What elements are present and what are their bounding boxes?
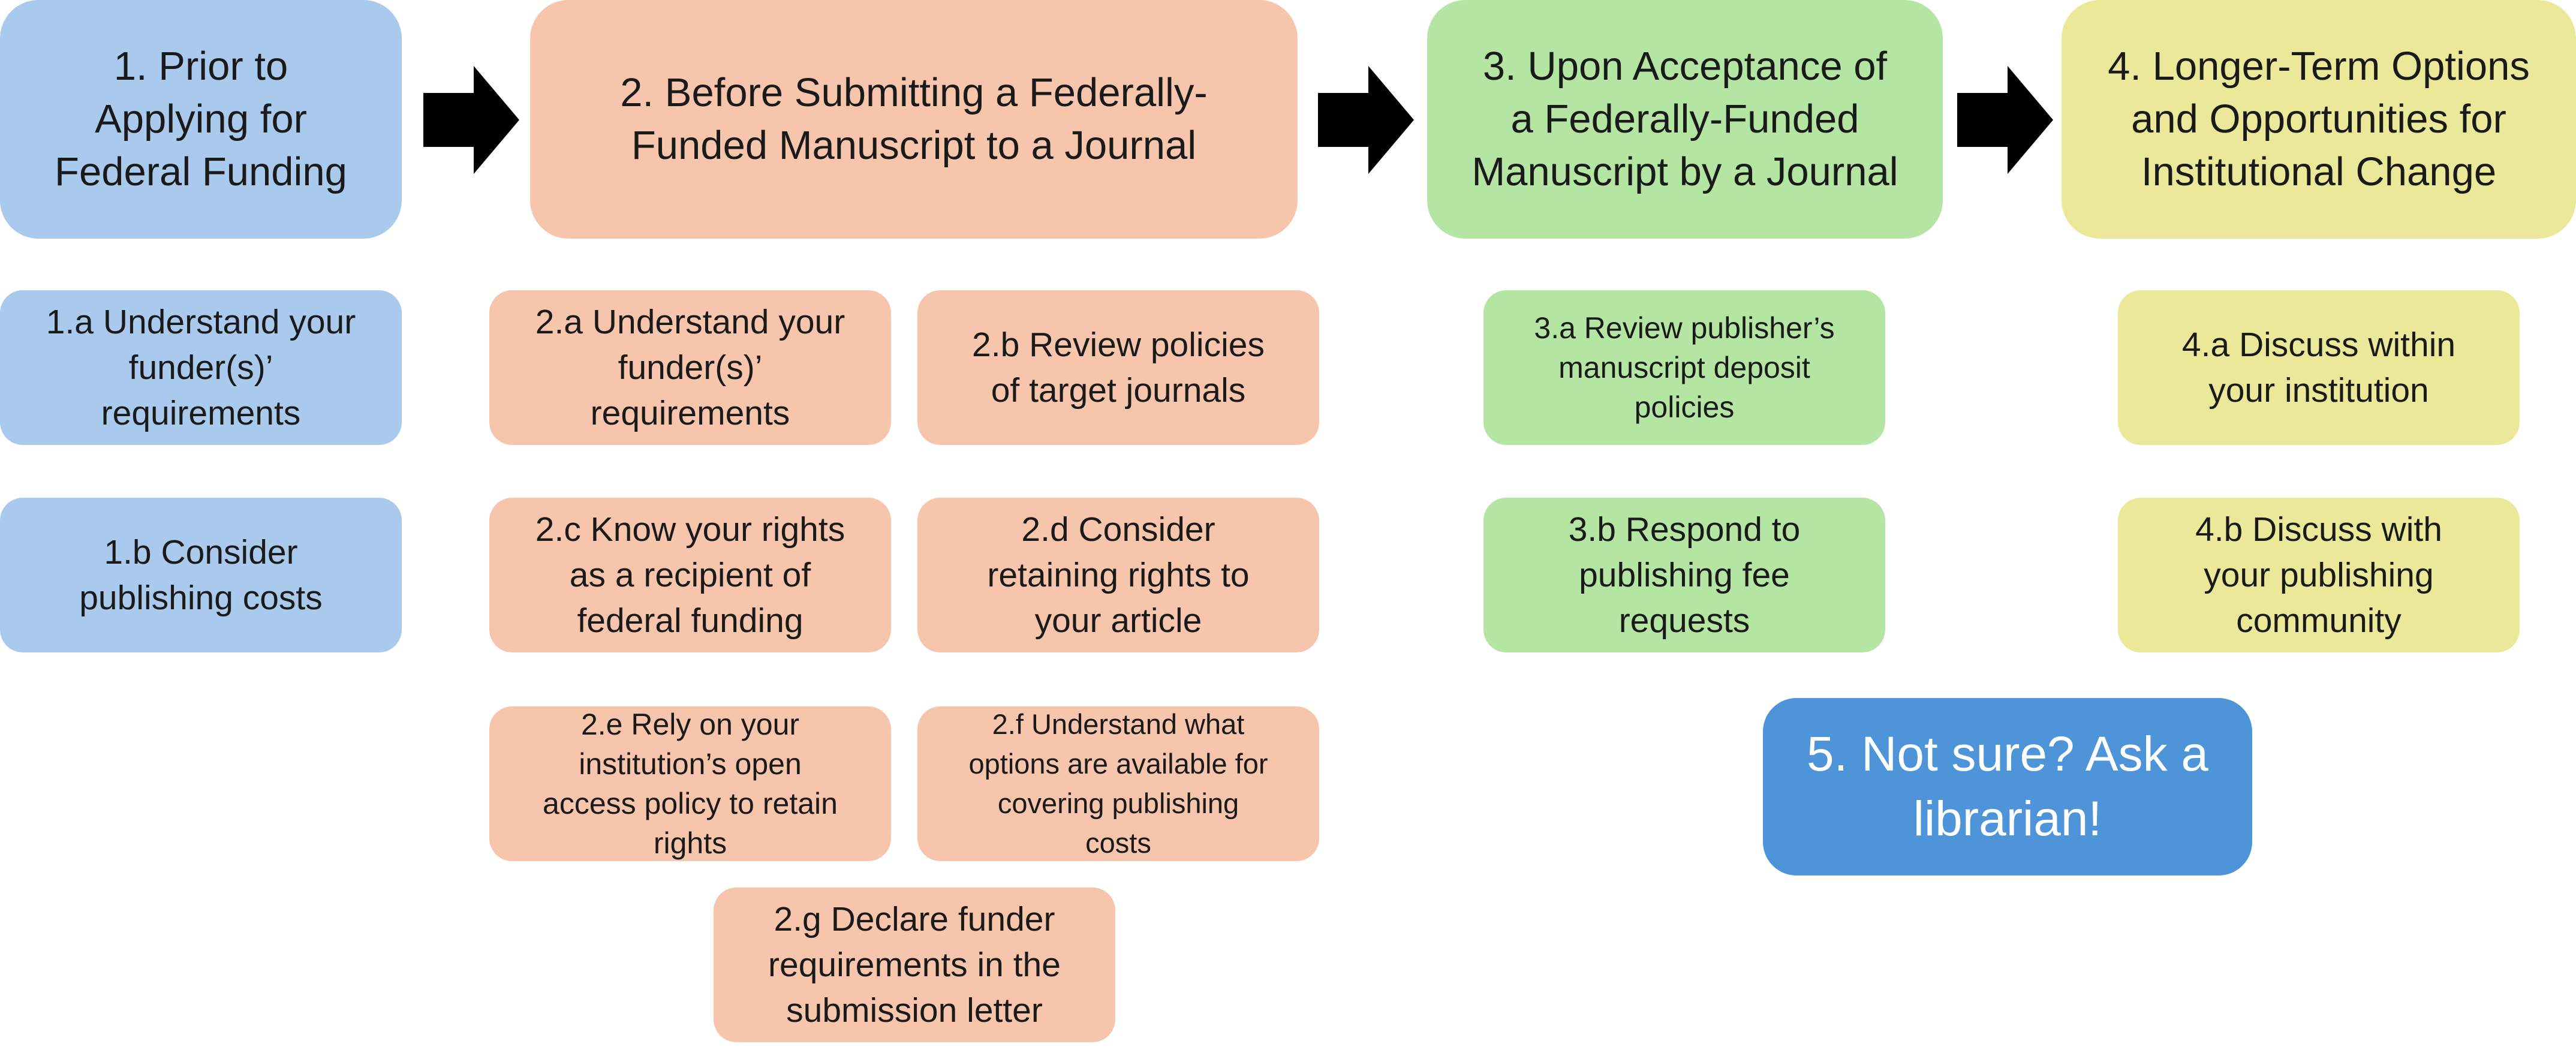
step-4a: 4.a Discuss within your institution (2118, 290, 2520, 445)
stage-2-header-label: 2. Before Submitting a Federally- Funded… (620, 70, 1208, 168)
step-2c: 2.c Know your rights as a recipient of f… (489, 498, 891, 652)
ask-librarian-label: 5. Not sure? Ask a librarian! (1806, 727, 2208, 846)
step-1b: 1.b Consider publishing costs (0, 498, 402, 652)
step-2a: 2.a Understand your funder(s)’ requireme… (489, 290, 891, 445)
stage-3-header: 3. Upon Acceptance of a Federally-Funded… (1427, 0, 1943, 239)
step-3b: 3.b Respond to publishing fee requests (1483, 498, 1885, 652)
step-3a-label: 3.a Review publisher’s manuscript deposi… (1534, 311, 1835, 424)
step-2f-label: 2.f Understand what options are availabl… (968, 708, 1268, 859)
step-2e-label: 2.e Rely on your institution’s open acce… (543, 708, 838, 860)
step-1b-label: 1.b Consider publishing costs (79, 533, 323, 617)
step-2g: 2.g Declare funder requirements in the s… (714, 887, 1115, 1042)
arrow-right-icon (423, 66, 519, 174)
step-4b-label: 4.b Discuss with your publishing communi… (2195, 510, 2442, 640)
stage-2-header: 2. Before Submitting a Federally- Funded… (530, 0, 1298, 239)
step-2b-label: 2.b Review policies of target journals (972, 326, 1265, 410)
stage-3-header-label: 3. Upon Acceptance of a Federally-Funded… (1471, 44, 1898, 194)
stage-1-header-label: 1. Prior to Applying for Federal Funding (55, 44, 347, 194)
step-1a-label: 1.a Understand your funder(s)’ requireme… (46, 303, 356, 432)
step-1a: 1.a Understand your funder(s)’ requireme… (0, 290, 402, 445)
step-2c-label: 2.c Know your rights as a recipient of f… (535, 510, 845, 640)
stage-1-header: 1. Prior to Applying for Federal Funding (0, 0, 402, 239)
stage-4-header: 4. Longer-Term Options and Opportunities… (2062, 0, 2576, 239)
ask-librarian-box: 5. Not sure? Ask a librarian! (1763, 698, 2252, 876)
step-2d: 2.d Consider retaining rights to your ar… (917, 498, 1319, 652)
step-4b: 4.b Discuss with your publishing communi… (2118, 498, 2520, 652)
step-2b: 2.b Review policies of target journals (917, 290, 1319, 445)
step-2d-label: 2.d Consider retaining rights to your ar… (987, 510, 1250, 640)
step-2g-label: 2.g Declare funder requirements in the s… (768, 900, 1061, 1030)
step-2e: 2.e Rely on your institution’s open acce… (489, 706, 891, 861)
arrow-right-icon (1318, 66, 1414, 174)
stage-4-header-label: 4. Longer-Term Options and Opportunities… (2108, 44, 2530, 194)
step-2f: 2.f Understand what options are availabl… (917, 706, 1319, 861)
step-2a-label: 2.a Understand your funder(s)’ requireme… (535, 303, 845, 432)
step-3b-label: 3.b Respond to publishing fee requests (1568, 510, 1801, 640)
arrow-right-icon (1957, 66, 2053, 174)
step-4a-label: 4.a Discuss within your institution (2181, 326, 2456, 410)
step-3a: 3.a Review publisher’s manuscript deposi… (1483, 290, 1885, 445)
